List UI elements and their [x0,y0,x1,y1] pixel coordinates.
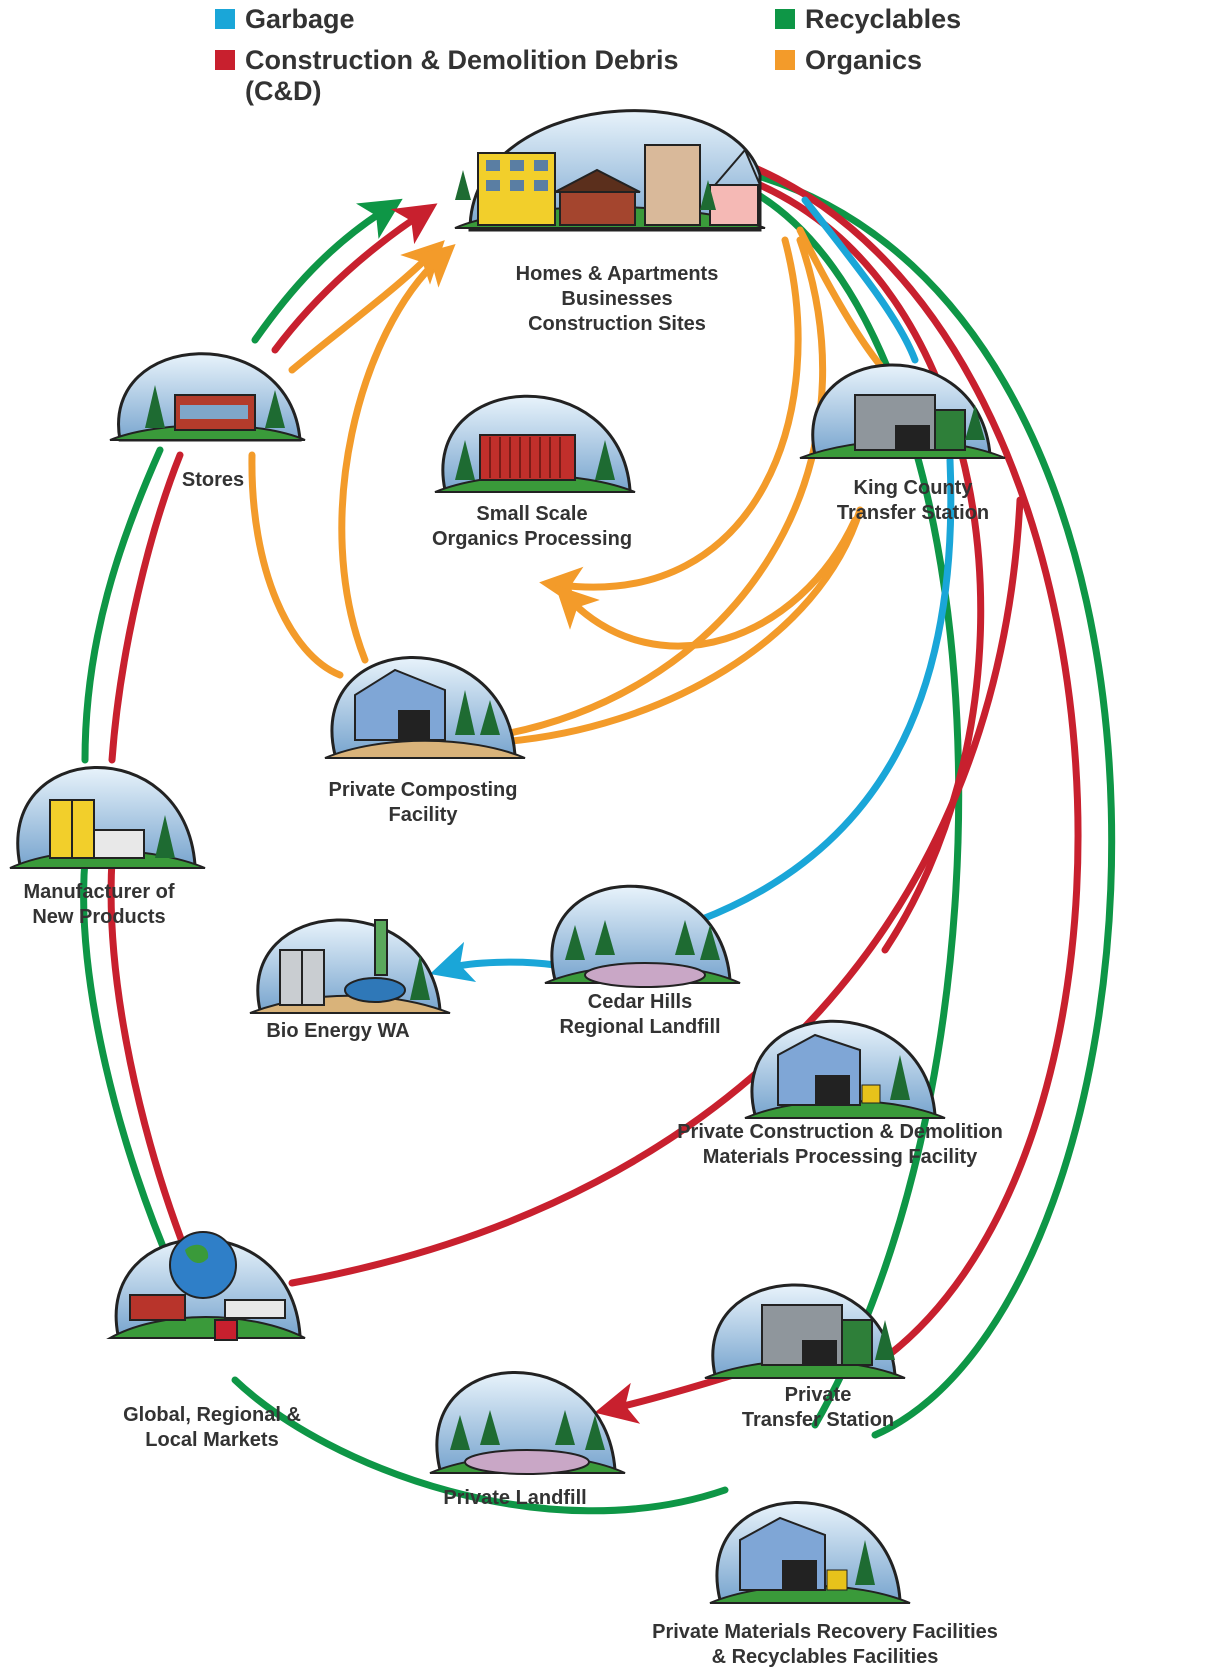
composting-label-line1: Private Composting [328,779,518,801]
stores-label: Stores [182,468,244,493]
cd-swatch [215,50,235,70]
composting-label-line2: Facility [388,804,458,826]
mrf-icon [709,1501,911,1604]
legend-organics-label: Organics [805,45,923,75]
homes-label-line2: Businesses [561,288,673,310]
mrf-label-line2: & Recyclables Facilities [711,1646,939,1668]
organics-flow-composting-to-homes [338,243,456,664]
manufacturer-label-line2: New Products [32,906,166,928]
factory-icon [9,766,206,869]
private-landfill-label-line1: Private Landfill [443,1487,587,1509]
globe-icon [106,1231,306,1341]
flow-lines [80,164,1116,1515]
garbage-flow-homes-to-king-county [801,196,919,364]
organics-flow-king-county-to-composting [496,506,864,746]
private-landfill-label: Private Landfill [443,1486,586,1511]
small-scale-label: Small Scale Organics Processing [432,502,632,552]
mrf-label-line1: Private Materials Recovery Facilities [652,1621,998,1643]
organics-flow-homes-to-king-county [796,226,884,369]
markets-label: Global, Regional & Local Markets [123,1403,301,1453]
king-county-label-line1: King County [853,477,973,499]
legend-recyclables-label: Recyclables [805,4,962,34]
recyclables-flow-homes-to-mrf [746,186,963,1429]
cd-flow-markets-to-manufacturer [107,856,199,1279]
legend-cd-label-line1: Construction & Demolition Debris [245,45,679,75]
homes-label: Homes & Apartments Businesses Constructi… [516,262,719,337]
bioenergy-plant-icon [249,918,451,1014]
store-icon [109,352,306,442]
cd-flow-manufacturer-to-stores [108,451,184,764]
markets-label-line1: Global, Regional & [123,1404,301,1426]
private-transfer-label-line2: Transfer Station [741,1409,895,1431]
legend-cd-label: Construction & Demolition Debris (C&D) [245,45,679,107]
garbage-flow-king-county-to-cedar-hills [696,456,955,924]
organics-flow-king-county-to-small-scale [555,516,859,650]
landfill-icon [544,884,741,988]
cd-facility-label-line2: Materials Processing Facility [702,1146,978,1168]
king-county-label-line2: Transfer Station [836,502,990,524]
cd-flow-homes-to-private-transfer [751,164,1082,1379]
king-county-label: King County Transfer Station [837,476,989,526]
recyclables-flow-markets-to-manufacturer [80,856,179,1279]
private-transfer-label-line1: Private [784,1384,852,1406]
organics-flow-homes-to-small-scale [539,236,802,609]
homes-label-line1: Homes & Apartments [515,263,719,285]
stores-label-line1: Stores [181,469,245,491]
recyclables-flow-manufacturer-to-stores [81,446,164,764]
legend-organics: Organics [775,45,922,76]
manufacturer-label: Manufacturer of New Products [23,880,174,930]
legend-cd-label-line2: (C&D) [245,76,322,106]
private-landfill-icon [429,1371,626,1475]
garbage-flow-cedar-hills-to-bio-energy [429,941,559,983]
buildings-icon [454,109,766,232]
cd-flow-stores-to-homes [271,203,438,354]
container-icon [434,394,636,493]
cd-facility-icon [744,1019,946,1119]
cedar-hills-label-line2: Regional Landfill [559,1016,721,1038]
recyclables-flow-stores-to-homes [251,198,403,344]
legend-cd: Construction & Demolition Debris (C&D) [215,45,679,107]
recyclables-flow-mrf-to-markets [231,1376,729,1515]
private-transfer-label: Private Transfer Station [742,1383,894,1433]
legend-garbage-label: Garbage [245,4,355,34]
cedar-hills-label-line1: Cedar Hills [587,991,693,1013]
composting-label: Private Composting Facility [329,778,518,828]
bio-energy-label-line1: Bio Energy WA [266,1020,410,1042]
cd-flow-cd-facility-to-markets [288,496,1024,1287]
cd-facility-label-line1: Private Construction & Demolition [677,1121,1003,1143]
compost-barn-icon [324,656,526,759]
garbage-swatch [215,9,235,29]
recyclables-swatch [775,9,795,29]
transfer-station-icon [799,363,1006,459]
private-transfer-station-icon [704,1283,906,1379]
organics-swatch [775,50,795,70]
cd-facility-label: Private Construction & Demolition Materi… [677,1120,1003,1170]
cedar-hills-label: Cedar Hills Regional Landfill [559,990,720,1040]
organics-flow-homes-to-composting [496,236,826,739]
small-scale-label-line1: Small Scale [476,503,588,525]
bio-energy-label: Bio Energy WA [266,1019,409,1044]
organics-flow-stores-to-composting [248,451,344,679]
legend-recyclables: Recyclables [775,4,961,35]
small-scale-label-line2: Organics Processing [431,528,633,550]
manufacturer-label-line1: Manufacturer of [23,881,175,903]
legend-garbage: Garbage [215,4,355,35]
markets-label-line2: Local Markets [145,1429,279,1451]
homes-label-line3: Construction Sites [528,313,706,335]
mrf-label: Private Materials Recovery Facilities & … [652,1620,998,1670]
recyclables-flow-outer-loop [751,171,1116,1439]
